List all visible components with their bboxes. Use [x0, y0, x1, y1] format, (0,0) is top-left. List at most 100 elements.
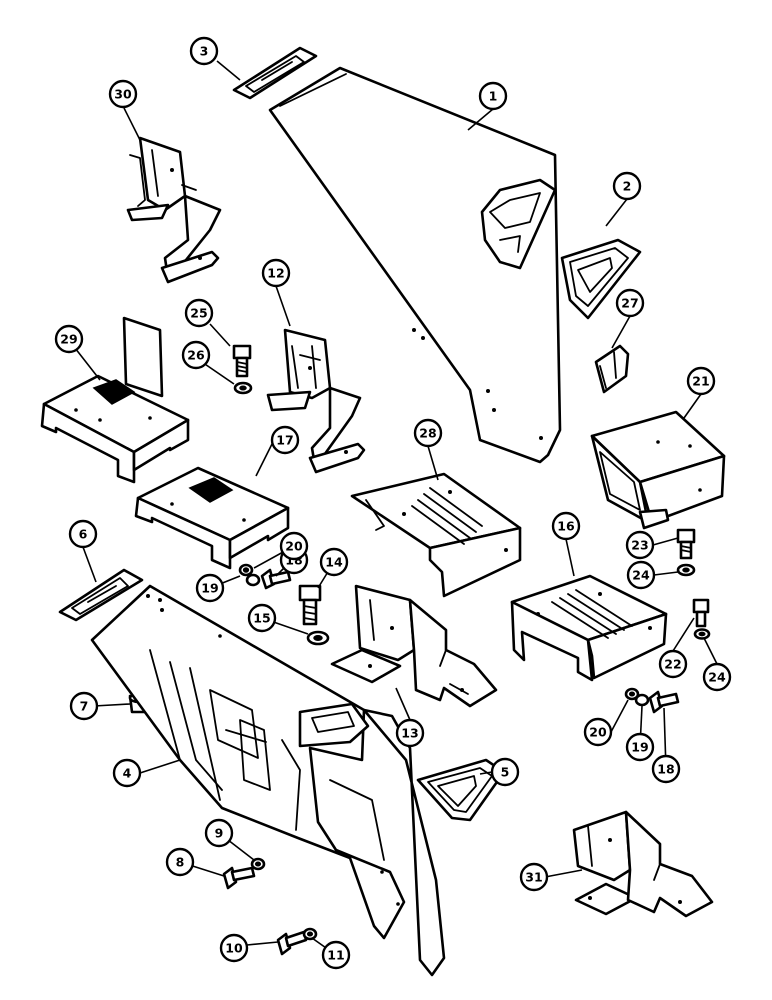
callout-label: 27 — [621, 296, 638, 311]
callout-12: 12 — [261, 258, 291, 288]
washer-part-9 — [250, 857, 266, 871]
callout-24-upper: 24 — [626, 560, 656, 590]
grab-handle-part-2 — [560, 238, 642, 320]
callout-19-lower: 19 — [625, 732, 655, 762]
box-bracket-part-21 — [590, 410, 726, 530]
lock-washer-part-15 — [306, 630, 330, 646]
callout-19-upper: 19 — [195, 573, 225, 603]
bolt-part-18-upper — [260, 568, 292, 590]
callout-label: 19 — [631, 740, 648, 755]
callout-5: 5 — [490, 757, 520, 787]
callout-label: 29 — [60, 332, 77, 347]
bolt-part-22 — [692, 598, 710, 628]
callout-30: 30 — [108, 79, 138, 109]
callout-10: 10 — [219, 933, 249, 963]
callout-label: 25 — [190, 306, 207, 321]
callout-23: 23 — [625, 530, 655, 560]
fender-panel-part-1 — [268, 66, 562, 464]
mounting-bracket-part-30 — [126, 136, 222, 284]
callout-16: 16 — [551, 511, 581, 541]
bolt-part-23 — [676, 528, 696, 560]
callout-label: 30 — [114, 87, 132, 102]
callout-label: 9 — [215, 826, 224, 841]
clip-part-27 — [594, 344, 630, 394]
callout-label: 2 — [623, 179, 632, 194]
callout-label: 7 — [80, 699, 89, 714]
callout-label: 23 — [631, 538, 648, 553]
washer-part-24-upper — [676, 563, 696, 577]
callout-label: 10 — [225, 941, 243, 956]
callout-11: 11 — [321, 940, 351, 970]
callout-label: 28 — [419, 426, 436, 441]
callout-27: 27 — [615, 288, 645, 318]
callout-20-upper: 20 — [279, 531, 309, 561]
callout-21: 21 — [686, 366, 716, 396]
callout-6: 6 — [68, 519, 98, 549]
callout-29: 29 — [54, 324, 84, 354]
callout-25: 25 — [184, 298, 214, 328]
callout-7: 7 — [69, 691, 99, 721]
bolt-part-14 — [298, 584, 322, 626]
callout-1: 1 — [478, 81, 508, 111]
callout-label: 15 — [253, 611, 270, 626]
bolt-part-18-lower — [648, 690, 680, 714]
callout-8: 8 — [165, 847, 195, 877]
washer-part-20-upper — [238, 563, 254, 577]
callout-label: 13 — [401, 726, 418, 741]
callout-label: 19 — [201, 581, 218, 596]
washer-part-20-lower — [624, 687, 640, 701]
callout-22: 22 — [658, 649, 688, 679]
callout-label: 12 — [267, 266, 284, 281]
callout-label: 22 — [664, 657, 681, 672]
fender-part-4 — [90, 584, 446, 977]
callout-31: 31 — [519, 862, 549, 892]
callout-label: 18 — [657, 762, 674, 777]
callout-label: 21 — [692, 374, 709, 389]
callout-label: 3 — [200, 44, 209, 59]
grip-pad-part-3 — [232, 46, 318, 100]
lock-washer-part-19-upper — [245, 573, 261, 587]
callout-26: 26 — [181, 340, 211, 370]
callout-28: 28 — [413, 418, 443, 448]
callout-24-lower: 24 — [702, 662, 732, 692]
callout-label: 20 — [285, 539, 303, 554]
callout-label: 8 — [176, 855, 185, 870]
callout-20-lower: 20 — [583, 717, 613, 747]
callout-17: 17 — [270, 425, 300, 455]
grip-pad-part-6 — [58, 568, 144, 622]
bracket-part-12 — [266, 328, 366, 474]
callout-3: 3 — [189, 36, 219, 66]
bolt-part-8 — [222, 866, 256, 890]
callout-label: 11 — [327, 948, 344, 963]
callout-label: 26 — [187, 348, 205, 363]
callout-label: 24 — [708, 670, 726, 685]
lower-bracket-part-31 — [572, 810, 714, 918]
bolt-part-25 — [232, 344, 252, 378]
bracket-plate-part-29 — [40, 316, 190, 484]
callout-label: 5 — [501, 765, 510, 780]
callout-15: 15 — [247, 603, 277, 633]
callout-label: 4 — [123, 766, 132, 781]
callout-14: 14 — [319, 547, 349, 577]
callout-label: 31 — [525, 870, 542, 885]
lower-bracket-part-13 — [330, 584, 498, 708]
washer-part-26 — [233, 381, 253, 395]
washer-part-11 — [302, 927, 318, 941]
callout-18-lower: 18 — [651, 754, 681, 784]
bolt-part-10 — [276, 930, 308, 956]
callout-label: 20 — [589, 725, 607, 740]
callout-label: 24 — [632, 568, 650, 583]
callout-label: 17 — [276, 433, 293, 448]
callout-label: 6 — [79, 527, 88, 542]
washer-part-24-lower — [693, 628, 711, 640]
lock-washer-part-19-lower — [634, 693, 650, 707]
tunnel-cover-part-17 — [134, 466, 290, 570]
callout-label: 1 — [489, 89, 498, 104]
callout-label: 14 — [325, 555, 343, 570]
callout-9: 9 — [204, 818, 234, 848]
callout-4: 4 — [112, 758, 142, 788]
callout-2: 2 — [612, 171, 642, 201]
control-plate-part-28 — [350, 472, 522, 598]
callout-label: 16 — [557, 519, 575, 534]
